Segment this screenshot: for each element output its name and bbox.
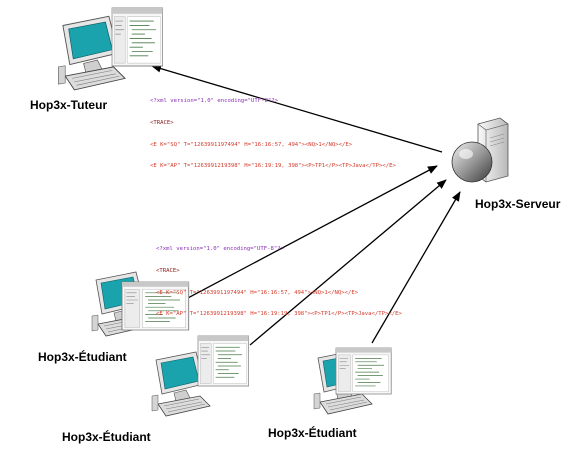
student3-label: Hop3x-Étudiant [268, 426, 357, 440]
student3-ide-screenshot-icon [335, 347, 392, 395]
xml-root-open: <TRACE> [150, 120, 174, 127]
server-label: Hop3x-Serveur [475, 197, 561, 211]
student2-ide-screenshot-icon [197, 335, 250, 387]
xml-event-line-2: <E K="AP" T="1263991219398" H="16:19:19,… [150, 163, 396, 170]
tutor-label: Hop3x-Tuteur [30, 98, 108, 112]
student2-label: Hop3x-Étudiant [62, 430, 151, 444]
xml-root-open: <TRACE> [156, 268, 180, 275]
xml-trace-snippet-top: <?xml version="1.0" encoding="UTF-8"?> <… [150, 84, 396, 185]
edge-student2-to-server [249, 179, 447, 346]
xml-trace-snippet-bottom: <?xml version="1.0" encoding="UTF-8"?> <… [156, 232, 402, 333]
student1-label: Hop3x-Étudiant [38, 350, 127, 364]
server-icon [451, 117, 509, 183]
edge-student3-to-server [371, 191, 461, 344]
xml-event-line-2: <E K="AP" T="1263991219398" H="16:19:19,… [156, 311, 402, 318]
xml-event-line-1: <E K="SQ" T="1263991197494" H="16:16:57,… [150, 141, 353, 148]
tutor-ide-screenshot-icon [111, 7, 164, 67]
xml-event-line-1: <E K="SQ" T="1263991197494" H="16:16:57,… [156, 289, 359, 296]
edge-server-to-tutor [151, 64, 443, 153]
xml-declaration: <?xml version="1.0" encoding="UTF-8"?> [156, 246, 284, 253]
xml-declaration: <?xml version="1.0" encoding="UTF-8"?> [150, 98, 278, 105]
